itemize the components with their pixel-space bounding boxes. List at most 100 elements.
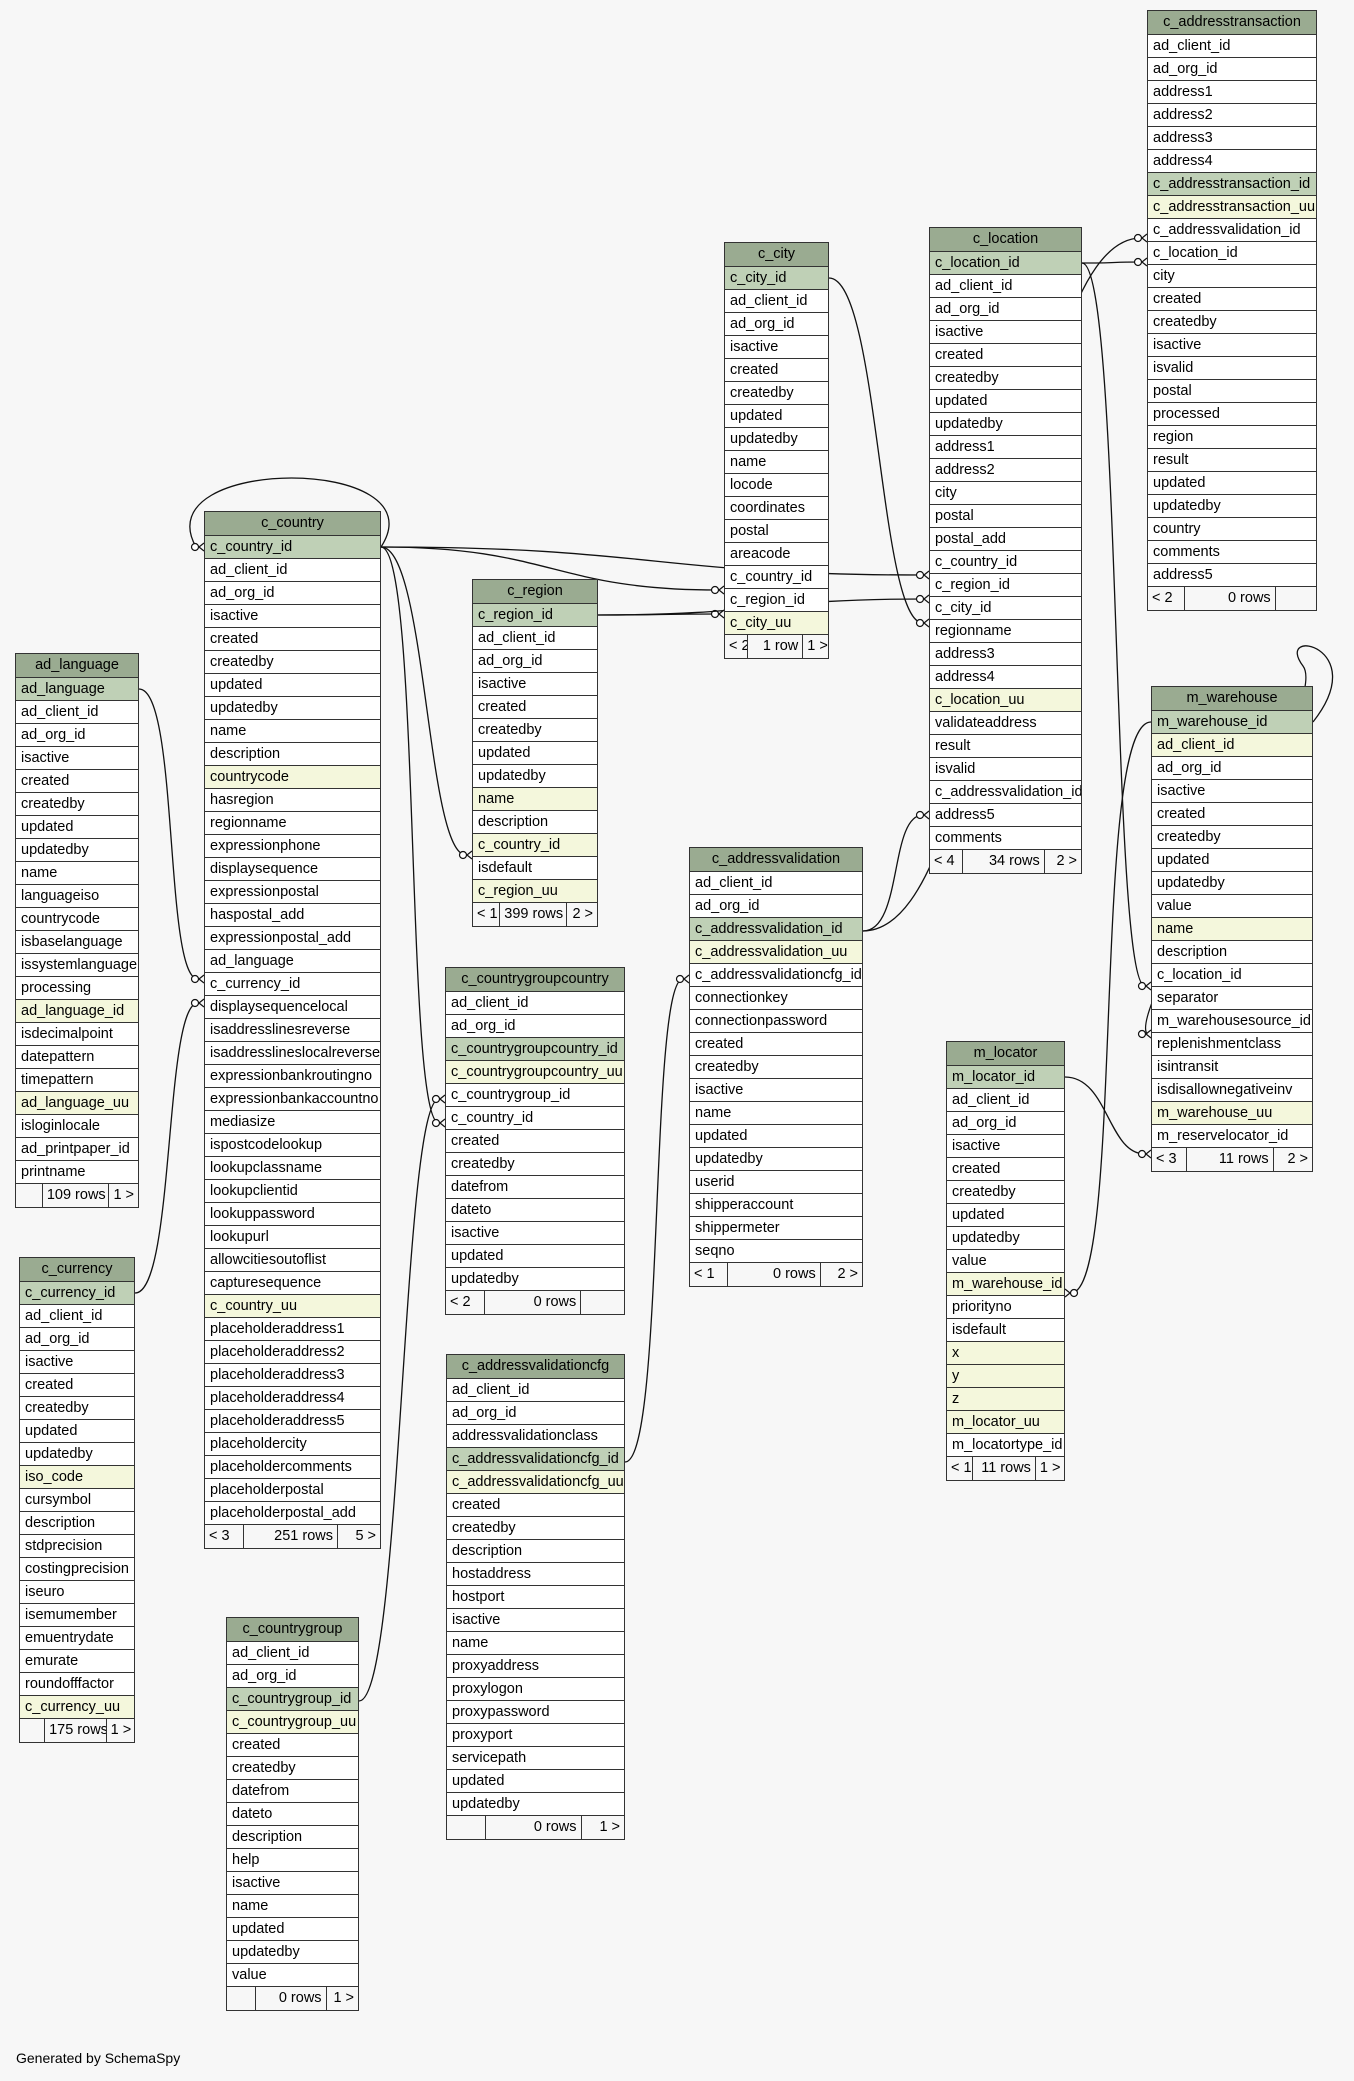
column-timepattern[interactable]: timepattern bbox=[16, 1069, 138, 1092]
column-c-location-id[interactable]: c_location_id bbox=[1152, 964, 1312, 987]
column-ad-language-id[interactable]: ad_language_id bbox=[16, 1000, 138, 1023]
parents-link[interactable] bbox=[16, 1184, 43, 1207]
column-iso-code[interactable]: iso_code bbox=[20, 1466, 134, 1489]
column-expressionphone[interactable]: expressionphone bbox=[205, 835, 380, 858]
column-updatedby[interactable]: updatedby bbox=[1148, 495, 1316, 518]
column-updatedby[interactable]: updatedby bbox=[947, 1227, 1064, 1250]
column-address1[interactable]: address1 bbox=[930, 436, 1081, 459]
column-ad-language[interactable]: ad_language bbox=[205, 950, 380, 973]
column-isactive[interactable]: isactive bbox=[20, 1351, 134, 1374]
column-updatedby[interactable]: updatedby bbox=[473, 765, 597, 788]
column-expressionbankroutingno[interactable]: expressionbankroutingno bbox=[205, 1065, 380, 1088]
column-address3[interactable]: address3 bbox=[1148, 127, 1316, 150]
column-shipperaccount[interactable]: shipperaccount bbox=[690, 1194, 862, 1217]
column-connectionpassword[interactable]: connectionpassword bbox=[690, 1010, 862, 1033]
parents-link[interactable]: < 3 bbox=[205, 1525, 244, 1548]
parents-link[interactable]: < 3 bbox=[1152, 1148, 1188, 1171]
column-description[interactable]: description bbox=[447, 1540, 624, 1563]
column-c-country-id[interactable]: c_country_id bbox=[930, 551, 1081, 574]
column-address2[interactable]: address2 bbox=[930, 459, 1081, 482]
column-address4[interactable]: address4 bbox=[1148, 150, 1316, 173]
column-c-country-id[interactable]: c_country_id bbox=[446, 1107, 624, 1130]
column-description[interactable]: description bbox=[473, 811, 597, 834]
column-name[interactable]: name bbox=[205, 720, 380, 743]
column-updated[interactable]: updated bbox=[16, 816, 138, 839]
column-description[interactable]: description bbox=[205, 743, 380, 766]
column-created[interactable]: created bbox=[446, 1130, 624, 1153]
column-languageiso[interactable]: languageiso bbox=[16, 885, 138, 908]
column-isdisallownegativeinv[interactable]: isdisallownegativeinv bbox=[1152, 1079, 1312, 1102]
column-updatedby[interactable]: updatedby bbox=[930, 413, 1081, 436]
column-placeholdercomments[interactable]: placeholdercomments bbox=[205, 1456, 380, 1479]
column-c-addressvalidation-id[interactable]: c_addressvalidation_id bbox=[930, 781, 1081, 804]
column-isvalid[interactable]: isvalid bbox=[930, 758, 1081, 781]
column-displaysequencelocal[interactable]: displaysequencelocal bbox=[205, 996, 380, 1019]
column-value[interactable]: value bbox=[1152, 895, 1312, 918]
parents-link[interactable]: < 2 bbox=[446, 1291, 486, 1314]
column-c-location-id[interactable]: c_location_id bbox=[930, 252, 1081, 275]
column-y[interactable]: y bbox=[947, 1365, 1064, 1388]
column-createdby[interactable]: createdby bbox=[205, 651, 380, 674]
column-created[interactable]: created bbox=[227, 1734, 358, 1757]
column-result[interactable]: result bbox=[930, 735, 1081, 758]
children-link[interactable]: 1 > bbox=[1039, 1460, 1061, 1476]
column-value[interactable]: value bbox=[227, 1964, 358, 1987]
column-m-warehouse-id[interactable]: m_warehouse_id bbox=[1152, 711, 1312, 734]
column-isactive[interactable]: isactive bbox=[930, 321, 1081, 344]
table-title[interactable]: c_currency bbox=[20, 1258, 134, 1282]
column-ad-org-id[interactable]: ad_org_id bbox=[930, 298, 1081, 321]
column-updatedby[interactable]: updatedby bbox=[205, 697, 380, 720]
column-c-countrygroupcountry-id[interactable]: c_countrygroupcountry_id bbox=[446, 1038, 624, 1061]
column-proxypassword[interactable]: proxypassword bbox=[447, 1701, 624, 1724]
parents-link[interactable]: < 4 bbox=[930, 850, 964, 873]
children-link[interactable]: 2 > bbox=[1287, 1151, 1308, 1167]
column-c-addressvalidation-id[interactable]: c_addressvalidation_id bbox=[690, 918, 862, 941]
column-ad-client-id[interactable]: ad_client_id bbox=[446, 992, 624, 1015]
column-proxylogon[interactable]: proxylogon bbox=[447, 1678, 624, 1701]
column-allowcitiesoutoflist[interactable]: allowcitiesoutoflist bbox=[205, 1249, 380, 1272]
column-updatedby[interactable]: updatedby bbox=[446, 1268, 624, 1291]
column-createdby[interactable]: createdby bbox=[473, 719, 597, 742]
column-created[interactable]: created bbox=[690, 1033, 862, 1056]
column-updated[interactable]: updated bbox=[205, 674, 380, 697]
column-updatedby[interactable]: updatedby bbox=[227, 1941, 358, 1964]
column-isvalid[interactable]: isvalid bbox=[1148, 357, 1316, 380]
column-createdby[interactable]: createdby bbox=[690, 1056, 862, 1079]
column-expressionpostal[interactable]: expressionpostal bbox=[205, 881, 380, 904]
column-cursymbol[interactable]: cursymbol bbox=[20, 1489, 134, 1512]
column-name[interactable]: name bbox=[473, 788, 597, 811]
column-ad-org-id[interactable]: ad_org_id bbox=[205, 582, 380, 605]
column-c-country-id[interactable]: c_country_id bbox=[473, 834, 597, 857]
column-c-country-id[interactable]: c_country_id bbox=[725, 566, 828, 589]
column-postal[interactable]: postal bbox=[1148, 380, 1316, 403]
column-ad-client-id[interactable]: ad_client_id bbox=[20, 1305, 134, 1328]
column-ad-org-id[interactable]: ad_org_id bbox=[473, 650, 597, 673]
column-updated[interactable]: updated bbox=[20, 1420, 134, 1443]
column-created[interactable]: created bbox=[725, 359, 828, 382]
parents-link[interactable] bbox=[227, 1987, 256, 2010]
children-link[interactable] bbox=[581, 1291, 624, 1314]
column-created[interactable]: created bbox=[205, 628, 380, 651]
column-expressionpostal-add[interactable]: expressionpostal_add bbox=[205, 927, 380, 950]
column-createdby[interactable]: createdby bbox=[1152, 826, 1312, 849]
column-created[interactable]: created bbox=[1152, 803, 1312, 826]
column-m-reservelocator-id[interactable]: m_reservelocator_id bbox=[1152, 1125, 1312, 1148]
column-ad-org-id[interactable]: ad_org_id bbox=[690, 895, 862, 918]
column-description[interactable]: description bbox=[20, 1512, 134, 1535]
column-c-currency-id[interactable]: c_currency_id bbox=[20, 1282, 134, 1305]
column-m-locator-uu[interactable]: m_locator_uu bbox=[947, 1411, 1064, 1434]
column-placeholderaddress3[interactable]: placeholderaddress3 bbox=[205, 1364, 380, 1387]
column-description[interactable]: description bbox=[1152, 941, 1312, 964]
parents-link[interactable]: < 1 bbox=[690, 1263, 728, 1286]
parents-link[interactable]: < 2 bbox=[1148, 587, 1185, 610]
column-address4[interactable]: address4 bbox=[930, 666, 1081, 689]
table-title[interactable]: c_countrygroupcountry bbox=[446, 968, 624, 992]
column-createdby[interactable]: createdby bbox=[947, 1181, 1064, 1204]
children-link[interactable]: 5 > bbox=[355, 1528, 376, 1544]
column-ad-client-id[interactable]: ad_client_id bbox=[205, 559, 380, 582]
